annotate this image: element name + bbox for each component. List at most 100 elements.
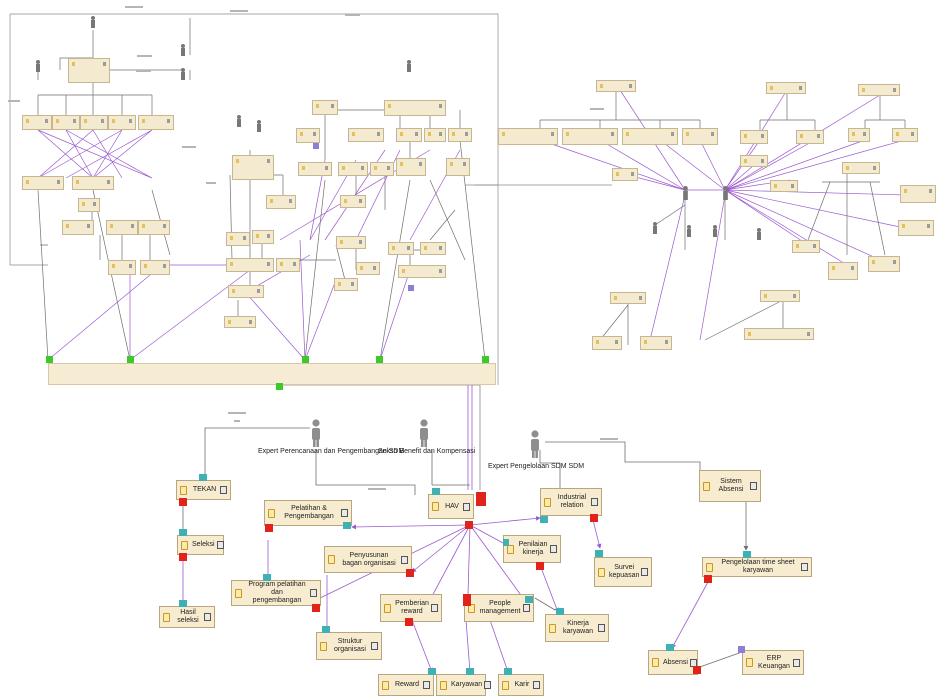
diagram-node[interactable] xyxy=(868,256,900,272)
application-component-icon xyxy=(793,658,800,667)
diagram-node[interactable] xyxy=(396,128,422,142)
diagram-node[interactable] xyxy=(892,128,918,142)
node-struktur[interactable]: Struktur organisasi xyxy=(316,632,382,660)
node-industrial[interactable]: Industrial relation xyxy=(540,488,602,516)
diagram-node[interactable] xyxy=(108,115,136,130)
diagram-node[interactable] xyxy=(622,128,678,145)
node-absensi[interactable]: Absensi xyxy=(648,650,698,675)
diagram-node[interactable] xyxy=(228,285,264,298)
diagram-node[interactable] xyxy=(298,162,332,176)
diagram-node[interactable] xyxy=(596,80,636,92)
diagram-node[interactable] xyxy=(848,128,870,142)
indicator-red xyxy=(693,666,701,674)
diagram-node[interactable] xyxy=(356,262,380,275)
diagram-node[interactable] xyxy=(898,220,934,236)
diagram-node[interactable] xyxy=(792,240,820,253)
diagram-node[interactable] xyxy=(858,84,900,96)
diagram-node[interactable] xyxy=(334,278,358,291)
diagram-node[interactable] xyxy=(224,316,256,328)
main-process-band[interactable] xyxy=(48,363,496,385)
diagram-node[interactable] xyxy=(640,336,672,350)
diagram-node[interactable] xyxy=(398,265,446,278)
diagram-node[interactable] xyxy=(338,162,368,176)
diagram-node[interactable] xyxy=(62,220,94,235)
diagram-node[interactable] xyxy=(682,128,718,145)
diagram-node[interactable] xyxy=(446,158,470,176)
diagram-node[interactable] xyxy=(72,176,114,190)
diagram-node[interactable] xyxy=(80,115,108,130)
diagram-node[interactable] xyxy=(226,258,274,272)
node-karir[interactable]: Karir xyxy=(498,674,544,696)
diagram-node[interactable] xyxy=(106,220,138,235)
node-hasil-seleksi[interactable]: Hasil seleksi xyxy=(159,606,215,628)
node-sistem-absensi[interactable]: Sistem Absensi xyxy=(699,470,761,502)
diagram-node[interactable] xyxy=(370,162,394,176)
application-component-icon xyxy=(204,613,211,621)
diagram-node[interactable] xyxy=(744,328,814,340)
diagram-node[interactable] xyxy=(296,128,320,143)
diagram-node[interactable] xyxy=(388,242,414,255)
diagram-node[interactable] xyxy=(770,180,798,192)
diagram-node[interactable] xyxy=(138,115,174,130)
diagram-node[interactable] xyxy=(562,128,618,145)
diagram-node[interactable] xyxy=(612,168,638,181)
diagram-node[interactable] xyxy=(276,258,300,272)
diagram-node[interactable] xyxy=(22,176,64,190)
diagram-node[interactable] xyxy=(78,198,100,212)
diagram-node[interactable] xyxy=(266,195,296,209)
diagram-node[interactable] xyxy=(226,232,250,246)
node-seleksi[interactable]: Seleksi xyxy=(177,535,224,555)
indicator-teal xyxy=(179,529,187,536)
node-penyusunan[interactable]: Penyusunan bagan organisasi xyxy=(324,546,412,573)
diagram-node[interactable] xyxy=(842,162,880,174)
diagram-node[interactable] xyxy=(740,155,768,167)
business-object-icon xyxy=(440,680,447,690)
node-pelatihan[interactable]: Pelatihan & Pengembangan xyxy=(264,500,352,526)
diagram-node[interactable] xyxy=(138,220,170,235)
actor-icon xyxy=(237,115,241,127)
node-reward[interactable]: Reward xyxy=(378,674,434,696)
node-pemberian[interactable]: Pemberian reward xyxy=(380,594,442,622)
diagram-node[interactable] xyxy=(828,262,858,280)
node-program-pelatihan[interactable]: Program pelatihan dan pengembangan xyxy=(231,580,321,606)
diagram-node[interactable] xyxy=(900,185,936,203)
diagram-node[interactable] xyxy=(796,130,824,144)
application-component-icon xyxy=(371,642,378,650)
diagram-node[interactable] xyxy=(498,128,558,145)
diagram-node[interactable] xyxy=(740,130,768,144)
diagram-node[interactable] xyxy=(420,242,446,255)
diagram-node[interactable] xyxy=(610,292,646,304)
diagram-node[interactable] xyxy=(396,158,426,176)
diagram-node[interactable] xyxy=(232,155,274,180)
diagram-node[interactable] xyxy=(312,100,338,115)
diagram-node[interactable] xyxy=(766,82,806,94)
diagram-node[interactable] xyxy=(52,115,80,130)
diagram-node[interactable] xyxy=(22,115,52,130)
diagram-node[interactable] xyxy=(108,260,136,275)
node-pengelolaan-absensi[interactable]: Pengelolaan time sheet karyawan xyxy=(702,557,812,577)
diagram-node[interactable] xyxy=(424,128,446,142)
diagram-node[interactable] xyxy=(140,260,170,275)
diagram-node[interactable] xyxy=(336,236,366,249)
application-component-icon xyxy=(220,486,227,494)
diagram-node[interactable] xyxy=(252,230,274,244)
node-penilaian[interactable]: Penilaian kinerja xyxy=(503,535,561,563)
diagram-node[interactable] xyxy=(592,336,622,350)
node-tekan[interactable]: TEKAN xyxy=(176,480,231,500)
diagram-node[interactable] xyxy=(348,128,384,142)
diagram-node[interactable] xyxy=(760,290,800,302)
diagram-node[interactable] xyxy=(340,195,366,208)
diagram-node[interactable] xyxy=(68,58,110,83)
node-survei[interactable]: Survei kepuasan xyxy=(594,557,652,587)
business-object-icon xyxy=(598,567,605,577)
node-hav[interactable]: HAV xyxy=(428,494,474,519)
node-kinerja[interactable]: Kinerja karyawan xyxy=(545,614,609,642)
node-people[interactable]: People management xyxy=(464,594,534,622)
indicator-teal xyxy=(556,608,564,615)
diagram-node[interactable] xyxy=(384,100,446,116)
junction-marker xyxy=(127,356,134,363)
application-component-icon xyxy=(750,482,757,490)
node-karyawan[interactable]: Karyawan xyxy=(436,674,492,696)
diagram-node[interactable] xyxy=(448,128,472,142)
node-erp[interactable]: ERP Keuangan xyxy=(742,650,804,675)
